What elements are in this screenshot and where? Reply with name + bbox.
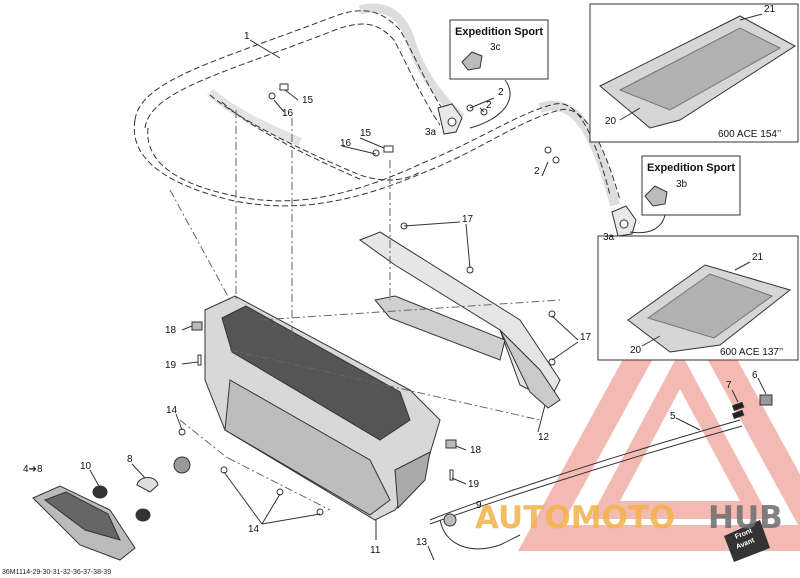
callout-13: 13 <box>416 537 428 548</box>
callout-8: 8 <box>127 454 133 465</box>
callout-6: 6 <box>752 370 758 381</box>
callout-4to8: 4➔8 <box>23 464 43 475</box>
construction-lines <box>169 110 561 511</box>
callout-10: 10 <box>80 461 92 472</box>
callout-5: 5 <box>670 411 676 422</box>
callout-18b: 18 <box>470 445 482 456</box>
svg-text:Expedition Sport: Expedition Sport <box>647 162 735 174</box>
callout-2c: 2 <box>534 166 540 177</box>
rear-bracket-12 <box>358 231 561 409</box>
callout-3a-bot: 3a <box>603 232 615 243</box>
callout-15b: 15 <box>360 128 372 139</box>
svg-text:600 ACE 154’’: 600 ACE 154’’ <box>718 129 781 140</box>
callout-17a: 17 <box>462 214 474 225</box>
callout-7: 7 <box>726 380 732 391</box>
callout-21b: 21 <box>752 252 764 263</box>
callout-20b: 20 <box>630 345 642 356</box>
callout-16b: 16 <box>340 138 352 149</box>
svg-text:HUB: HUB <box>708 500 783 536</box>
hardware-misc <box>178 222 556 516</box>
taillight-assembly <box>32 456 191 561</box>
callout-2a: 2 <box>498 87 504 98</box>
model-panel-137: 600 ACE 137’’ <box>597 235 799 361</box>
svg-text:600 ACE 137’’: 600 ACE 137’’ <box>720 347 783 358</box>
callout-19b: 19 <box>468 479 480 490</box>
callout-14a: 14 <box>166 405 178 416</box>
callout-labels: 1 2 2 2 3a 3a 15 16 15 16 17 17 18 19 14… <box>23 4 776 556</box>
wiring-harness <box>429 394 773 550</box>
part-code: 36M1114-29-30-31-32-36-37-38-39 <box>2 569 111 576</box>
svg-text:3b: 3b <box>676 179 688 190</box>
callout-14b: 14 <box>248 524 260 535</box>
inset-box-exp-sport-top: Expedition Sport 3c <box>449 19 549 129</box>
svg-text:Expedition Sport: Expedition Sport <box>455 26 543 38</box>
callout-15a: 15 <box>302 95 314 106</box>
svg-text:3c: 3c <box>490 42 501 53</box>
bracket-3a-bottom <box>544 146 637 237</box>
inset-box-exp-sport-bottom: Expedition Sport 3b <box>629 155 741 234</box>
callout-2b: 2 <box>486 100 492 111</box>
callout-18a: 18 <box>165 325 177 336</box>
callout-11: 11 <box>370 545 381 556</box>
callout-17b: 17 <box>580 332 592 343</box>
bracket-3a-top <box>437 103 488 135</box>
callout-16a: 16 <box>282 108 294 119</box>
leader-lines <box>89 13 767 561</box>
callout-12: 12 <box>538 432 550 443</box>
callout-3a-top: 3a <box>425 127 437 138</box>
rear-housing-11 <box>204 295 441 521</box>
watermark-text: AUTOMOTO HUB <box>475 500 783 536</box>
callout-1: 1 <box>244 31 250 42</box>
callout-9: 9 <box>476 500 482 511</box>
callout-19a: 19 <box>165 360 177 371</box>
front-arrow-tag: Front Avant <box>724 520 770 562</box>
watermark-logo <box>518 254 800 551</box>
callout-20a: 20 <box>605 116 617 127</box>
callout-21a: 21 <box>764 4 776 15</box>
hardware-15-16 <box>268 83 394 157</box>
grab-bar-assembly <box>133 3 621 207</box>
model-panel-154: 600 ACE 154’’ <box>589 3 799 143</box>
svg-text:AUTOMOTO: AUTOMOTO <box>475 500 675 536</box>
